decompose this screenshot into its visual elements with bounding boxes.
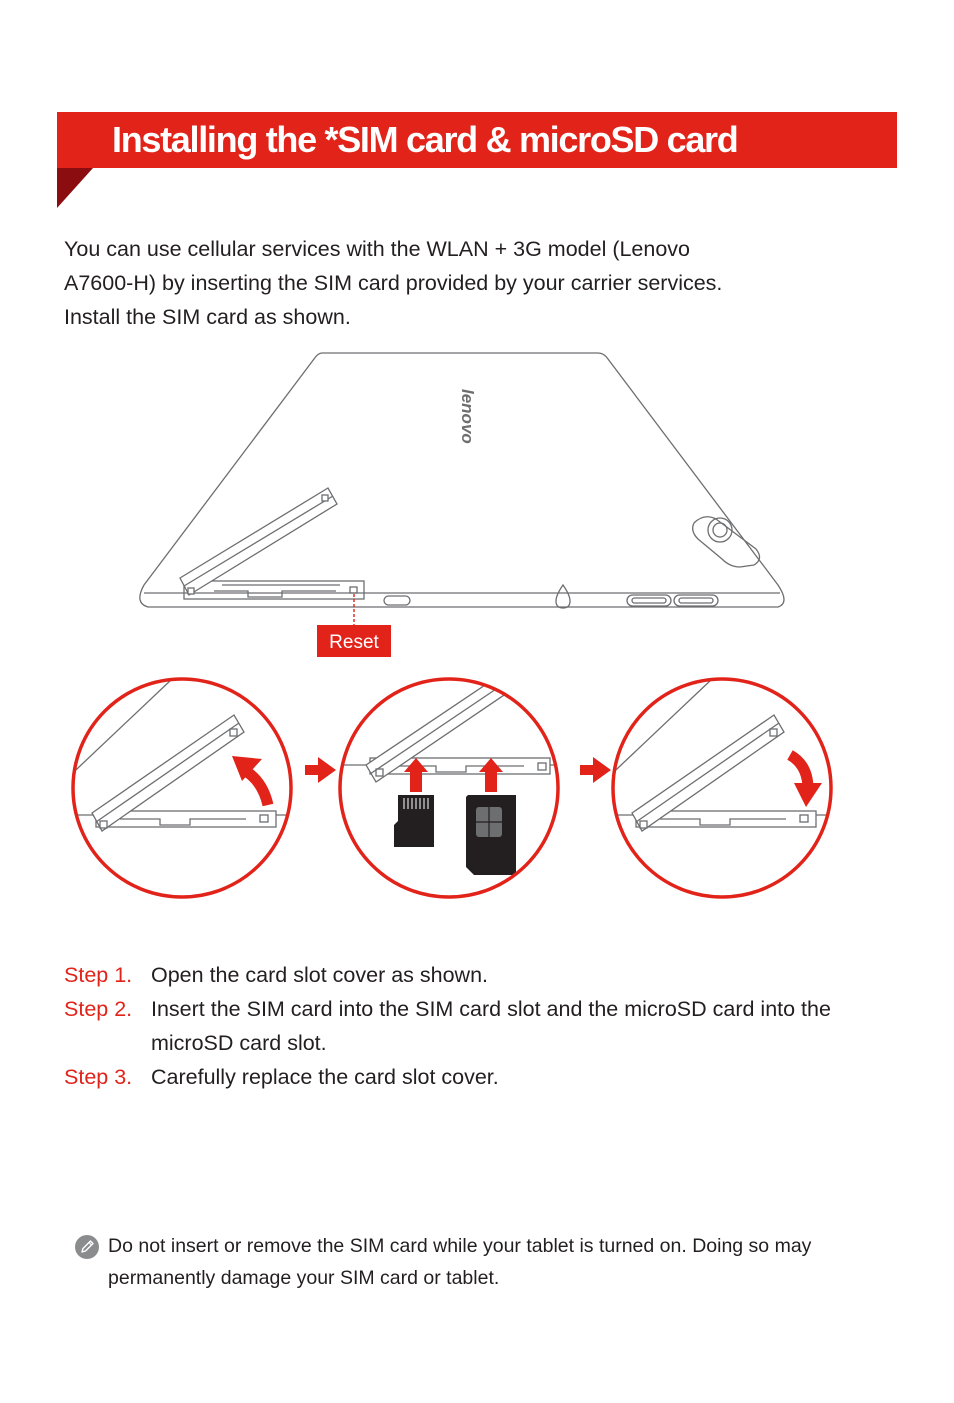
tablet-back (139, 352, 785, 609)
step-text: Open the card slot cover as shown. (151, 963, 489, 987)
note-text: Do not insert or remove the SIM card whi… (108, 1235, 812, 1289)
reset-badge (317, 625, 391, 657)
title-bar: Installing the *SIM card & microSD card (57, 112, 897, 168)
card-tray (183, 580, 365, 600)
step-text: Insert the SIM card into the SIM card sl… (151, 997, 831, 1055)
step-label: Step 1. (64, 963, 133, 987)
sim-card-illustration: lenovo Reset (71, 352, 833, 899)
step-text: Carefully replace the card slot cover. (151, 1065, 499, 1089)
intro-line-2: A7600-H) by inserting the SIM card provi… (64, 271, 723, 295)
step-1-detail (71, 677, 293, 899)
step-item: Step 2. Insert the SIM card into the SIM… (64, 992, 884, 1060)
intro-paragraph: You can use cellular services with the W… (64, 232, 854, 334)
step-3-detail (611, 677, 833, 899)
intro-line-3: Install the SIM card as shown. (64, 305, 351, 329)
brand-logo: lenovo (458, 389, 477, 444)
step-label: Step 2. (64, 997, 133, 1021)
sim-card-icon (466, 795, 516, 875)
insert-arrow-sim (479, 758, 503, 792)
intro-line-1: You can use cellular services with the W… (64, 237, 691, 261)
warning-note: Do not insert or remove the SIM card whi… (74, 1230, 894, 1294)
step-item: Step 3. Carefully replace the card slot … (64, 1060, 884, 1094)
step-item: Step 1. Open the card slot cover as show… (64, 958, 884, 992)
insert-arrow-microsd (404, 758, 428, 792)
microsd-card-icon (394, 795, 434, 847)
page-title: Installing the *SIM card & microSD card (112, 119, 739, 160)
step-2-detail (338, 677, 560, 899)
camera-icon (692, 516, 761, 568)
arrow-right-icon (580, 757, 611, 783)
open-arrow-head (232, 756, 262, 781)
steps-list: Step 1. Open the card slot cover as show… (64, 958, 884, 1094)
pencil-icon (75, 1235, 99, 1259)
step-label: Step 3. (64, 1065, 133, 1089)
slot-cover (179, 487, 338, 596)
arrow-right-icon (305, 757, 336, 783)
reset-label: Reset (329, 632, 379, 653)
headphone-jack-icon (555, 583, 571, 609)
title-fold (57, 168, 93, 208)
close-arrow-head (794, 783, 822, 807)
volume-buttons (626, 594, 719, 607)
usb-port-icon (383, 595, 411, 606)
